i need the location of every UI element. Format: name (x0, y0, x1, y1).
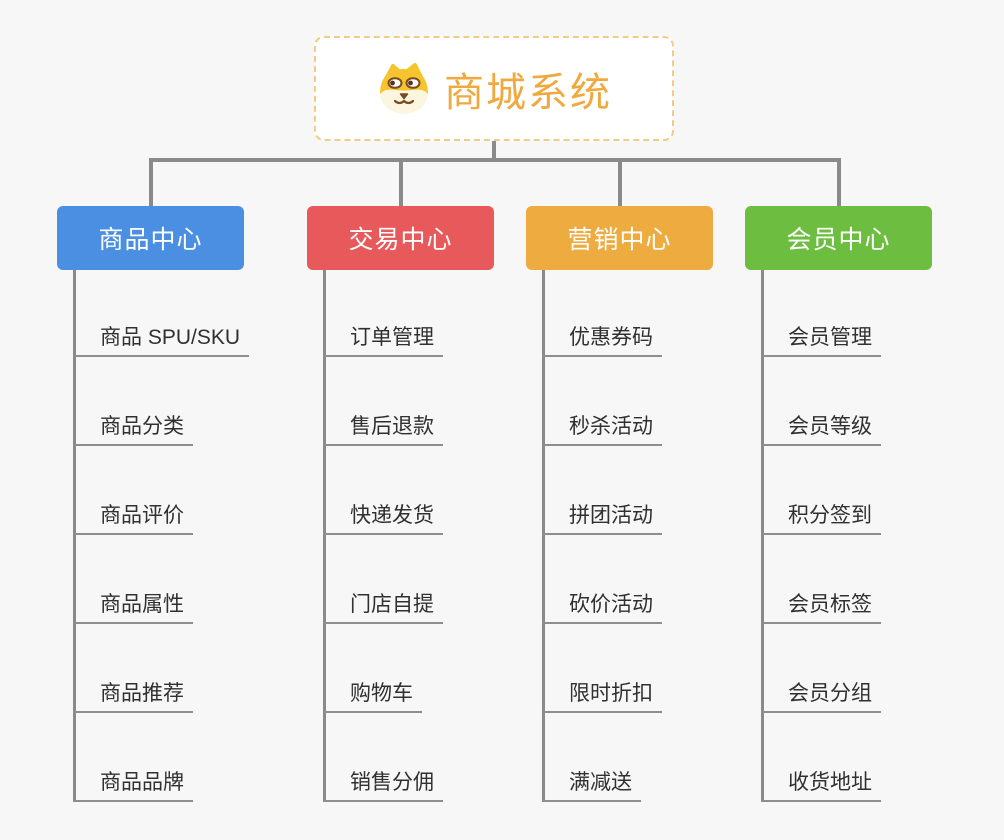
child-node[interactable]: 商品推荐 (73, 679, 193, 713)
child-node[interactable]: 购物车 (323, 679, 422, 713)
child-node[interactable]: 销售分佣 (323, 768, 443, 802)
child-spine-member-center: 会员管理会员等级积分签到会员标签会员分组收货地址 (761, 270, 961, 802)
child-node[interactable]: 满减送 (542, 768, 641, 802)
connector-rail (149, 158, 841, 162)
child-spine-marketing-center: 优惠券码秒杀活动拼团活动砍价活动限时折扣满减送 (542, 270, 742, 802)
child-node[interactable]: 商品属性 (73, 590, 193, 624)
child-node[interactable]: 会员标签 (761, 590, 881, 624)
branch-label: 会员中心 (786, 226, 891, 254)
branch-label: 交易中心 (348, 226, 453, 254)
branch-label: 营销中心 (567, 226, 672, 254)
branch-node-trade-center[interactable]: 交易中心 (307, 206, 494, 270)
child-node[interactable]: 收货地址 (761, 768, 881, 802)
child-node[interactable]: 砍价活动 (542, 590, 662, 624)
child-node[interactable]: 快递发货 (323, 501, 443, 535)
child-spine-trade-center: 订单管理售后退款快递发货门店自提购物车销售分佣 (323, 270, 523, 802)
root-title: 商城系统 (444, 70, 612, 115)
child-node[interactable]: 订单管理 (323, 323, 443, 357)
dog-icon (380, 62, 428, 114)
child-node[interactable]: 售后退款 (323, 412, 443, 446)
child-node[interactable]: 优惠券码 (542, 323, 662, 357)
child-node[interactable]: 秒杀活动 (542, 412, 662, 446)
child-node[interactable]: 商品评价 (73, 501, 193, 535)
child-node[interactable]: 商品分类 (73, 412, 193, 446)
child-node[interactable]: 拼团活动 (542, 501, 662, 535)
child-node[interactable]: 会员管理 (761, 323, 881, 357)
child-node[interactable]: 限时折扣 (542, 679, 662, 713)
connector-drop-marketing-center (618, 162, 622, 206)
connector-root-stem (492, 140, 496, 162)
child-node[interactable]: 会员分组 (761, 679, 881, 713)
child-node[interactable]: 门店自提 (323, 590, 443, 624)
branch-label: 商品中心 (98, 226, 203, 254)
child-spine-product-center: 商品 SPU/SKU 商品分类商品评价商品属性商品推荐商品品牌 (73, 270, 273, 802)
child-node[interactable]: 会员等级 (761, 412, 881, 446)
branch-node-product-center[interactable]: 商品中心 (57, 206, 244, 270)
branch-node-member-center[interactable]: 会员中心 (745, 206, 932, 270)
child-node[interactable]: 商品 SPU/SKU (73, 323, 250, 357)
connector-drop-product-center (149, 162, 153, 206)
root-node[interactable]: 商城系统 (314, 36, 674, 141)
connector-drop-member-center (837, 162, 841, 206)
connector-drop-trade-center (399, 162, 403, 206)
branch-node-marketing-center[interactable]: 营销中心 (526, 206, 713, 270)
child-node[interactable]: 积分签到 (761, 501, 881, 535)
child-node[interactable]: 商品品牌 (73, 768, 193, 802)
